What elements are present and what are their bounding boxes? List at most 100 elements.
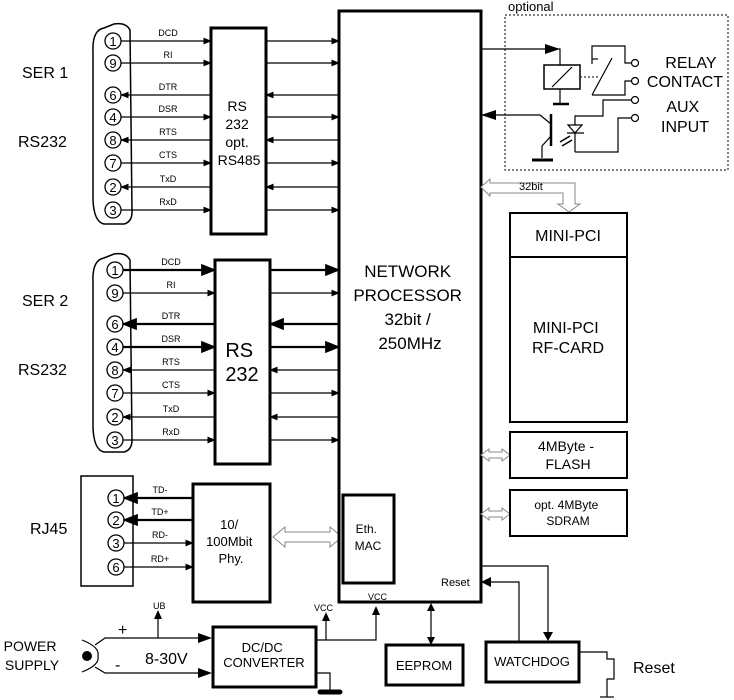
watchdog-label: WATCHDOG (494, 654, 570, 669)
phy-mac-bus-arrow (272, 525, 343, 549)
pin-number: 6 (109, 88, 116, 103)
pin-number: 4 (109, 110, 116, 125)
rj45-signal-label: RD+ (151, 554, 169, 564)
eeprom-box (384, 643, 465, 687)
watchdog-box (484, 640, 581, 684)
serial-pin-row: 7 CTS (104, 150, 340, 172)
signal-label: TxD (163, 404, 180, 414)
signal-label: DSR (161, 334, 181, 344)
signal-label: DTR (159, 82, 178, 92)
power-jack-icon (82, 651, 92, 661)
signal-label: RxD (162, 427, 180, 437)
rj45-signal-label: TD+ (151, 507, 168, 517)
ser2-transceiver-box (213, 258, 272, 466)
serial-pin-row: 7 CTS (106, 380, 340, 402)
sdram-label: opt. 4MByte SDRAM (534, 498, 601, 528)
pin-number: 3 (112, 536, 119, 551)
flash-label: 4MByte - FLASH (538, 438, 598, 472)
signal-label: RTS (162, 357, 180, 367)
pin-number: 9 (111, 286, 118, 301)
eeprom-label: EEPROM (396, 658, 452, 673)
aux-signal-line (481, 114, 552, 125)
watchdog-trigger-line (481, 565, 549, 634)
serial-pin-row: 6 DTR (104, 82, 339, 104)
serial-pin-row: 2 TxD (106, 404, 339, 426)
processor-reset-label: Reset (441, 577, 470, 589)
serial-pin-row: 3 RxD (106, 427, 340, 449)
pin-number: 2 (112, 513, 119, 528)
ser1-rs232-label: RS232 (18, 134, 67, 151)
voltage-label: 8-30V (145, 651, 188, 668)
ub-label: UB (153, 601, 166, 611)
light-rays-icon (559, 135, 573, 147)
serial-pin-row: 8 RTS (104, 127, 339, 149)
pin-number: 1 (111, 263, 118, 278)
flash-box (509, 431, 628, 479)
signal-label: RTS (159, 127, 177, 137)
serial-pin-row: 3 RxD (104, 197, 340, 219)
dcdc-converter-label: DC/DC CONVERTER (223, 640, 304, 670)
sdram-bus-arrow (480, 507, 511, 521)
relay-switch-blade (591, 57, 613, 96)
signal-label: RxD (159, 197, 177, 207)
serial-pin-row: 4 DSR (106, 334, 341, 356)
signal-label: TxD (160, 174, 177, 184)
relay-switch-top (591, 45, 632, 64)
serial-pin-row: 8 RTS (106, 357, 339, 379)
plus-label: + (118, 622, 127, 639)
rj45-signal-label: RD- (152, 530, 168, 540)
reset-button-icon[interactable] (579, 651, 615, 697)
vcc-label: VCC (314, 603, 334, 613)
pin-number: 8 (111, 363, 118, 378)
phy-box (191, 482, 272, 604)
pin-number: 3 (109, 203, 116, 218)
pin-number: 2 (111, 410, 118, 425)
pin-number: 6 (111, 317, 118, 332)
vcc-line (316, 614, 377, 641)
phy-text: 10/ 100Mbit Phy. (206, 517, 256, 566)
signal-label: CTS (159, 150, 177, 160)
pin-number: 8 (109, 133, 116, 148)
rj45-pin-row: 6 RD+ (107, 554, 194, 576)
serial-pin-row: 9RI (104, 50, 340, 72)
ser2-rs232-label: RS232 (18, 362, 67, 379)
relay-drive-arrow (545, 44, 560, 54)
serial-pin-row: 1 DCD (104, 28, 340, 50)
rj45-pin-row: 2 TD+ (107, 507, 193, 529)
serial-pin-row: 9RI (106, 280, 340, 302)
pin-number: 4 (111, 340, 118, 355)
aux-signal-arrow (481, 110, 496, 120)
serial-pin-row: 2 TxD (104, 174, 339, 196)
bus-32bit-label: 32bit (519, 181, 543, 193)
pin-number: 1 (112, 491, 119, 506)
minus-label: - (115, 657, 120, 674)
pin-number: 7 (109, 156, 116, 171)
aux-terminal-1 (630, 95, 640, 105)
pin-number: 9 (109, 56, 116, 71)
ser2-label: SER 2 (22, 293, 68, 310)
processor-vcc-label: VCC (368, 592, 388, 602)
eth-mac-text: Eth. MAC (355, 522, 382, 553)
pin-number: 1 (109, 34, 116, 49)
relay-contact-label: RELAY CONTACT (647, 55, 723, 91)
ser1-label: SER 1 (22, 65, 68, 82)
pin-number: 7 (111, 386, 118, 401)
pin-number: 2 (109, 180, 116, 195)
ser2-box-text: RS 232 (225, 340, 258, 386)
power-plus-line (94, 637, 205, 646)
serial-pin-row: 6 DTR (106, 311, 339, 333)
aux-input-label: AUX INPUT (661, 99, 709, 136)
flash-bus-arrow (480, 448, 511, 462)
signal-label: CTS (162, 380, 180, 390)
pin-number: 3 (111, 433, 118, 448)
pin-number: 6 (112, 560, 119, 575)
relay-terminal-2 (630, 76, 640, 86)
rj45-pin-group: 1TD-2TD+3RD-6RD+ (107, 485, 194, 576)
signal-label: DCD (158, 28, 178, 38)
signal-label: DTR (162, 311, 181, 321)
power-supply-label: POWER SUPPLY (4, 638, 61, 673)
